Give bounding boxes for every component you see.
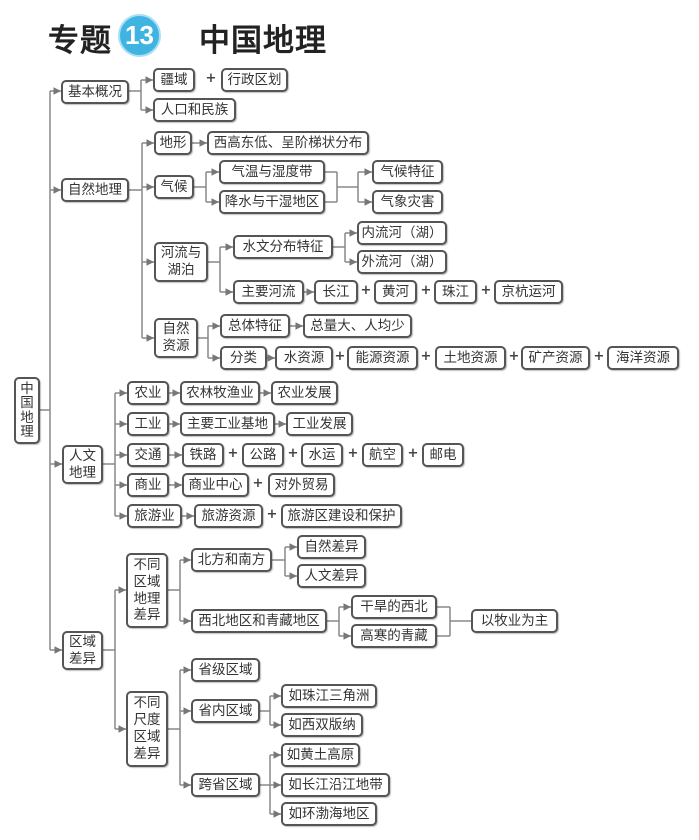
node-overall-desc: 总量大、人均少 xyxy=(303,314,412,338)
node-precipitation: 降水与干湿地区 xyxy=(219,190,325,214)
node-commerce: 商业 xyxy=(127,473,169,497)
node-admin-division: 行政区划 xyxy=(221,68,288,92)
node-different-scales: 不同 尺度 区域 差异 xyxy=(126,691,168,767)
node-resource: 能源资源 xyxy=(347,346,418,370)
node-north-south: 北方和南方 xyxy=(191,548,272,572)
node-foreign-trade: 对外贸易 xyxy=(268,473,335,497)
node-arid-northwest: 干旱的西北 xyxy=(351,595,437,619)
node-main-rivers: 主要河流 xyxy=(233,280,304,304)
plus-sign: + xyxy=(593,349,605,364)
plus-sign: + xyxy=(508,349,520,364)
node-resource: 土地资源 xyxy=(435,346,506,370)
node-resource: 海洋资源 xyxy=(607,346,679,370)
node-natural-resources: 自然 资源 xyxy=(154,318,198,358)
plus-sign: + xyxy=(420,283,432,298)
node-intra-provincial: 省内区域 xyxy=(191,699,260,723)
node-provincial: 省级区域 xyxy=(191,658,260,682)
node-industry: 工业 xyxy=(127,412,169,436)
plus-sign: + xyxy=(287,446,299,461)
node-transport-mode: 航空 xyxy=(362,443,403,467)
title-prefix: 专题 xyxy=(48,23,112,59)
node-classification: 分类 xyxy=(220,346,267,370)
node-agri-dev: 农业发展 xyxy=(271,381,338,405)
node-human-diff: 人文差异 xyxy=(297,564,366,588)
node-inland-rivers: 内流河（湖） xyxy=(357,221,447,245)
node-transport: 交通 xyxy=(127,443,169,467)
node-river: 京杭运河 xyxy=(494,280,563,304)
node-climate-features: 气候特征 xyxy=(372,160,443,184)
node-territory: 疆域 xyxy=(153,68,195,92)
node-basic-overview: 基本概况 xyxy=(61,80,129,104)
node-resource: 水资源 xyxy=(275,346,333,370)
node-transport-mode: 公路 xyxy=(242,443,284,467)
node-terrain: 地形 xyxy=(154,131,192,155)
plus-sign: + xyxy=(334,349,346,364)
plus-sign: + xyxy=(420,349,432,364)
node-climate: 气候 xyxy=(154,175,194,199)
node-northwest-qingzang: 西北地区和青藏地区 xyxy=(191,609,327,633)
node-hydrology: 水文分布特征 xyxy=(233,235,333,259)
node-pastoral: 以牧业为主 xyxy=(471,609,558,633)
plus-sign: + xyxy=(252,476,264,491)
node-cross-provincial: 跨省区域 xyxy=(191,773,260,797)
node-cold-qingzang: 高寒的青藏 xyxy=(351,624,437,648)
topic-number-badge: 13 xyxy=(118,14,161,57)
node-human-geography: 人文 地理 xyxy=(62,445,103,484)
node-transport-mode: 邮电 xyxy=(422,443,464,467)
node-agriculture: 农业 xyxy=(127,381,169,405)
node-industry-dev: 工业发展 xyxy=(286,412,353,436)
node-resource: 矿产资源 xyxy=(521,346,590,370)
node-tourism-resources: 旅游资源 xyxy=(194,504,263,528)
node-regional-differences: 区域 差异 xyxy=(62,631,103,670)
node-different-regions: 不同 区域 地理 差异 xyxy=(126,553,168,628)
node-outflow-rivers: 外流河（湖） xyxy=(357,250,447,274)
page-title: 中国地理 xyxy=(199,23,327,59)
node-rivers-lakes: 河流与 湖泊 xyxy=(154,242,208,282)
node-commerce-centers: 商业中心 xyxy=(182,473,249,497)
node-river: 长江 xyxy=(314,280,358,304)
node-weather-disasters: 气象灾害 xyxy=(372,190,443,214)
node-industrial-bases: 主要工业基地 xyxy=(180,412,275,436)
node-transport-mode: 铁路 xyxy=(182,443,224,467)
node-example: 如长江沿江地带 xyxy=(281,773,390,797)
plus-sign: + xyxy=(227,446,239,461)
node-agri-types: 农林牧渔业 xyxy=(180,381,260,405)
plus-sign: + xyxy=(360,283,372,298)
node-overall-features: 总体特征 xyxy=(220,314,290,338)
node-transport-mode: 水运 xyxy=(301,443,343,467)
root-node: 中 国 地 理 xyxy=(14,377,40,444)
plus-sign: + xyxy=(266,507,278,522)
node-example: 如珠江三角洲 xyxy=(281,684,377,708)
node-example: 如西双版纳 xyxy=(281,713,363,737)
node-example: 如黄土高原 xyxy=(281,743,360,767)
plus-sign: + xyxy=(407,446,419,461)
node-river: 黄河 xyxy=(374,280,417,304)
node-natural-diff: 自然差异 xyxy=(297,535,366,559)
node-river: 珠江 xyxy=(434,280,477,304)
plus-sign: + xyxy=(480,283,492,298)
node-temperature-zones: 气温与湿度带 xyxy=(219,160,325,184)
node-tourism-dev: 旅游区建设和保护 xyxy=(281,504,402,528)
plus-sign: + xyxy=(347,446,359,461)
node-physical-geography: 自然地理 xyxy=(61,178,129,202)
node-terrain-desc: 西高东低、呈阶梯状分布 xyxy=(207,131,369,155)
plus-sign: + xyxy=(205,71,217,86)
node-example: 如环渤海地区 xyxy=(281,802,377,826)
node-tourism: 旅游业 xyxy=(127,504,182,528)
node-population: 人口和民族 xyxy=(153,98,236,122)
